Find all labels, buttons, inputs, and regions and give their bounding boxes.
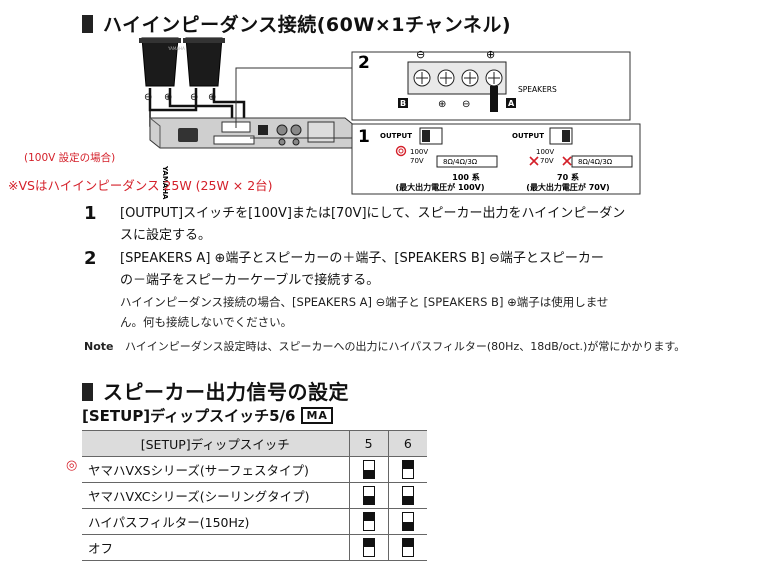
svg-text:OUTPUT: OUTPUT <box>380 132 412 140</box>
dip-switch-6 <box>401 512 414 531</box>
step-1-number: 1 <box>84 203 97 224</box>
section1-heading: ハイインピーダンス接続(60W×1チャンネル) <box>82 10 511 37</box>
amplifier: YAMAHA <box>149 117 356 200</box>
table-row: ハイパスフィルター(150Hz) <box>82 508 427 535</box>
setting-case-note: (100V 設定の場合) <box>24 152 116 164</box>
svg-text:100V: 100V <box>410 148 428 156</box>
spk-left-minus: ⊖ <box>144 92 152 103</box>
svg-text:100V: 100V <box>536 148 554 156</box>
selected-100v-icon <box>395 145 407 157</box>
heading-square-icon <box>82 383 93 401</box>
dip-switch-6 <box>401 486 414 505</box>
svg-text:(最大出力電圧が 70V): (最大出力電圧が 70V) <box>526 182 609 192</box>
svg-text:(最大出力電圧が 100V): (最大出力電圧が 100V) <box>396 182 485 192</box>
step-2-text: [SPEAKERS A] ⊕端子とスピーカーの＋端子、[SPEAKERS B] … <box>120 251 604 288</box>
speaker-brand: YAMAHA <box>167 46 185 51</box>
wiring-diagram: YAMAHA ⊖ ⊕ ⊖ ⊕ YAMAHA 2 ⊖ ⊕ <box>139 37 641 200</box>
table-row: ヤマハVXCシリーズ(シーリングタイプ) <box>82 482 427 509</box>
cable-link <box>148 88 198 112</box>
table-header-row: [SETUP]ディップスイッチ 5 6 <box>82 430 427 457</box>
svg-text:8Ω/4Ω/3Ω: 8Ω/4Ω/3Ω <box>578 158 613 166</box>
svg-text:100 系: 100 系 <box>452 172 479 182</box>
dip-switch-5 <box>362 512 375 531</box>
power-inlet <box>178 128 198 142</box>
amp-brand: YAMAHA <box>161 165 169 200</box>
dip-switch-6 <box>401 460 414 479</box>
speaker-left: YAMAHA <box>139 37 185 87</box>
table-row: オフ <box>82 534 427 561</box>
svg-text:⊕: ⊕ <box>438 99 446 110</box>
table-row: ヤマハVXSシリーズ(サーフェスタイプ) <box>82 456 427 483</box>
panel-1: 1 OUTPUT 100V 70V 8Ω/4Ω/3Ω 100 系 (最大出力電圧… <box>351 123 641 195</box>
dip-switch-table: [SETUP]ディップスイッチ 5 6 ヤマハVXSシリーズ(サーフェスタイプ)… <box>82 430 427 561</box>
cross-icon <box>529 156 539 166</box>
svg-text:OUTPUT: OUTPUT <box>512 132 544 140</box>
section2-heading: スピーカー出力信号の設定 <box>82 376 349 405</box>
note: Note ハイインピーダンス設定時は、スピーカーへの出力にハイパスフィルター(8… <box>84 338 685 354</box>
note-label: Note <box>84 340 114 353</box>
spk-left-plus: ⊕ <box>164 92 172 103</box>
svg-text:⊕: ⊕ <box>486 48 495 61</box>
dip-switch-5 <box>362 460 375 479</box>
svg-text:8Ω/4Ω/3Ω: 8Ω/4Ω/3Ω <box>443 158 478 166</box>
svg-text:70V: 70V <box>540 157 554 165</box>
ma-logo: MA <box>301 407 333 424</box>
cable-plus <box>168 88 234 128</box>
heading-square-icon <box>82 15 93 33</box>
spk-right-minus: ⊖ <box>190 92 198 103</box>
note-text: ハイインピーダンス設定時は、スピーカーへの出力にハイパスフィルター(80Hz、1… <box>124 340 686 353</box>
step-1-text: [OUTPUT]スイッチを[100V]または[70V]にして、スピーカー出力をハ… <box>120 206 626 243</box>
svg-text:70V: 70V <box>410 157 424 165</box>
step-2-subnote: ハイインピーダンス接続の場合、[SPEAKERS A] ⊖端子と [SPEAKE… <box>120 295 609 329</box>
svg-text:⊖: ⊖ <box>416 48 425 61</box>
vs-note: ※VSはハイインピーダンス 25W (25W × 2台) <box>8 178 273 193</box>
panel1-number: 1 <box>358 127 370 147</box>
svg-text:B: B <box>400 99 406 108</box>
panel-2: 2 ⊖ ⊕ SPEAKERS B ⊕ ⊖ A <box>351 48 631 121</box>
svg-text:70 系: 70 系 <box>557 172 579 182</box>
dip-switch-5 <box>362 486 375 505</box>
step-2-number: 2 <box>84 248 97 269</box>
recommended-marker-icon: ◎ <box>66 458 78 473</box>
panel2-number: 2 <box>358 53 370 73</box>
svg-text:A: A <box>508 99 515 108</box>
svg-text:SPEAKERS: SPEAKERS <box>518 85 557 94</box>
speaker-right <box>183 37 225 87</box>
spk-right-plus: ⊕ <box>208 92 216 103</box>
cross-icon <box>562 156 572 166</box>
cable-minus <box>212 88 246 128</box>
speaker-cable-end <box>490 86 498 112</box>
dip-switch-6 <box>401 538 414 557</box>
svg-text:⊖: ⊖ <box>462 99 470 110</box>
dip-switch-5 <box>362 538 375 557</box>
